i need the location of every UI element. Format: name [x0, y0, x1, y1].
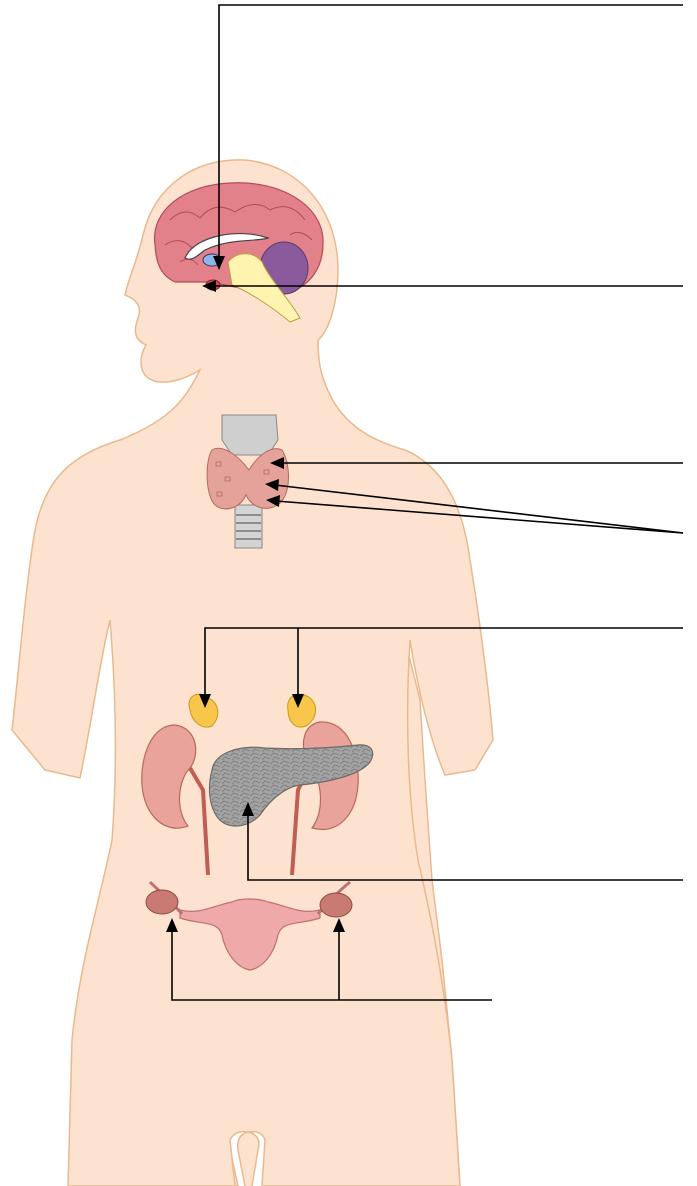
left-ovary [146, 890, 178, 914]
trachea [235, 505, 262, 548]
right-ovary [320, 893, 352, 917]
larynx [222, 415, 278, 455]
body-torso [12, 160, 493, 1186]
